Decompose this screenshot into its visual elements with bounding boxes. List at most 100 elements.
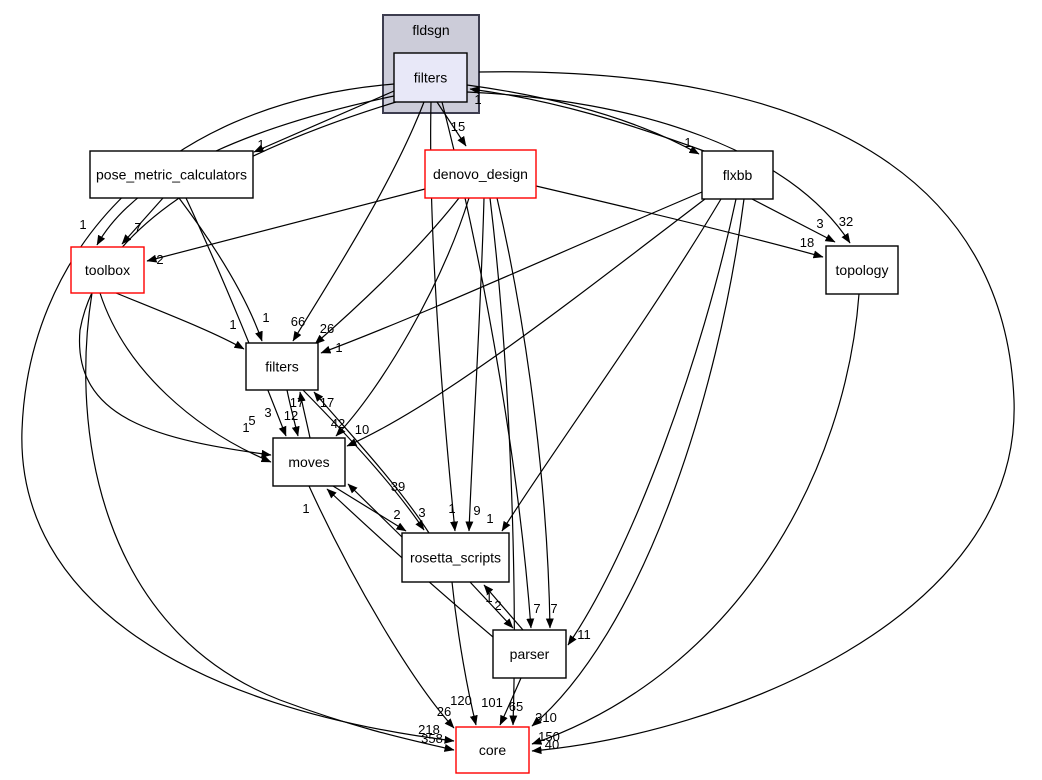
edge-count-fldsgn_filters-to-pose_metric_calculators: 1 (257, 137, 264, 152)
edge-count-parser-to-moves: 1 (302, 501, 309, 516)
edge-count-moves-to-rosetta_scripts: 2 (393, 507, 400, 522)
edge-fldsgn_filters-to-flxbb (466, 84, 700, 155)
edge-fldsgn_filters-to-denovo_design (436, 101, 467, 147)
node-label-toolbox: toolbox (85, 262, 130, 278)
node-label-filters: filters (265, 359, 298, 375)
edge-count-flxbb-to-fldsgn_filters: 1 (474, 92, 481, 107)
edge-filters-to-moves (286, 389, 300, 437)
node-pose_metric_calculators[interactable]: pose_metric_calculators (89, 150, 254, 199)
edge-count-fldsgn_filters-to-parser: 7 (533, 601, 540, 616)
node-box-rosetta_scripts[interactable] (401, 532, 510, 583)
node-box-parser[interactable] (492, 629, 567, 679)
node-rosetta_scripts[interactable]: rosetta_scripts (401, 532, 510, 583)
edge-count-fldsgn_filters-to-core: 40 (545, 737, 559, 752)
edge-count-fldsgn_filters-to-filters: 66 (291, 314, 305, 329)
node-label-rosetta_scripts: rosetta_scripts (410, 550, 501, 566)
edge-parser-to-moves (326, 488, 494, 638)
edge-count-rosetta_scripts-to-filters: 17 (320, 395, 334, 410)
node-box-topology[interactable] (825, 245, 899, 295)
node-flxbb[interactable]: flxbb (701, 150, 774, 200)
edge-count-filters-to-moves: 12 (284, 408, 298, 423)
edge-count-fldsgn_filters-to-flxbb: 1 (684, 135, 691, 150)
edge-count-fldsgn_filters-to-rosetta_scripts: 1 (448, 501, 455, 516)
edge-count-flxbb-to-filters: 1 (335, 340, 342, 355)
node-box-fldsgn_filters[interactable] (393, 52, 468, 103)
node-parser[interactable]: parser (492, 629, 567, 679)
node-label-fldsgn_filters: filters (414, 70, 447, 86)
edge-denovo_design-to-rosetta_scripts (465, 197, 485, 532)
cluster-label: fldsgn (412, 22, 449, 38)
edge-flxbb-to-fldsgn_filters (469, 86, 705, 152)
node-topology[interactable]: topology (825, 245, 899, 295)
edge-count-rosetta_scripts-to-core: 120 (450, 693, 472, 708)
edge-denovo_design-to-filters (314, 197, 460, 345)
edge-topology-to-core (531, 293, 860, 745)
edge-flxbb-to-parser (567, 198, 737, 646)
node-box-pose_metric_calculators[interactable] (89, 150, 254, 199)
edge-parser-to-core (499, 677, 522, 726)
node-box-denovo_design[interactable] (424, 149, 537, 199)
node-label-denovo_design: denovo_design (433, 166, 528, 182)
node-label-moves: moves (288, 454, 329, 470)
node-moves[interactable]: moves (272, 437, 346, 487)
edge-count-fldsgn_filters-to-toolbox: 1 (79, 217, 86, 232)
edge-count-toolbox-to-core: 358 (421, 731, 443, 746)
edge-fldsgn_filters-to-topology (466, 91, 851, 244)
node-label-core: core (479, 742, 506, 758)
edge-denovo_design-to-parser (496, 197, 554, 629)
edge-count-fldsgn_filters-to-moves: 1 (242, 420, 249, 435)
edge-count-moves-to-core: 26 (437, 704, 451, 719)
edge-count-toolbox-to-moves: 5 (248, 413, 255, 428)
edge-count-fldsgn_filters-to-denovo_design: 15 (451, 119, 465, 134)
edge-count-flxbb-to-rosetta_scripts: 1 (486, 511, 493, 526)
edge-count-flxbb-to-parser: 11 (577, 627, 591, 642)
edge-toolbox-to-core (85, 292, 455, 752)
node-toolbox[interactable]: toolbox (70, 246, 145, 294)
edge-count-fldsgn_filters-to-core: 218 (418, 722, 440, 737)
edge-pose_metric_calculators-to-toolbox (121, 197, 164, 245)
edge-count-flxbb-to-topology: 3 (816, 216, 823, 231)
node-box-flxbb[interactable] (701, 150, 774, 200)
edge-count-topology-to-core: 150 (538, 729, 560, 744)
node-filters[interactable]: filters (245, 342, 319, 391)
edge-count-fldsgn_filters-to-topology: 32 (839, 214, 853, 229)
node-box-core[interactable] (455, 726, 530, 774)
edge-count-filters-to-rosetta_scripts: 3 (418, 505, 425, 520)
edge-denovo_design-to-toolbox (146, 188, 426, 263)
edge-denovo_design-to-topology (535, 185, 824, 259)
edge-toolbox-to-moves (99, 292, 272, 463)
node-denovo_design[interactable]: denovo_design (424, 149, 537, 199)
node-box-moves[interactable] (272, 437, 346, 487)
edge-count-flxbb-to-moves: 10 (355, 422, 369, 437)
node-label-topology: topology (836, 262, 889, 278)
edge-flxbb-to-filters (320, 191, 703, 354)
node-core[interactable]: core (455, 726, 530, 774)
edge-count-parser-to-rosetta_scripts: 1 (485, 590, 492, 605)
edge-count-denovo_design-to-core: 65 (509, 699, 523, 714)
edge-toolbox-to-filters (115, 292, 245, 350)
edge-count-pose_metric_calculators-to-filters: 1 (262, 310, 269, 325)
edge-count-pose_metric_calculators-to-moves: 3 (264, 405, 271, 420)
edge-parser-to-rosetta_scripts (483, 584, 524, 631)
edge-count-rosetta_scripts-to-moves: 39 (391, 479, 405, 494)
edge-filters-to-rosetta_scripts (302, 389, 425, 531)
edge-fldsgn_filters-to-core (478, 71, 1015, 755)
node-label-pose_metric_calculators: pose_metric_calculators (96, 167, 247, 183)
node-box-toolbox[interactable] (70, 246, 145, 294)
edge-count-flxbb-to-core: 310 (535, 710, 557, 725)
edge-pose_metric_calculators-to-moves (185, 197, 287, 437)
edge-count-toolbox-to-filters: 1 (229, 317, 236, 332)
node-fldsgn_filters[interactable]: filters (393, 52, 468, 103)
edge-moves-to-filters (297, 391, 311, 439)
edge-count-denovo_design-to-toolbox: 2 (156, 252, 163, 267)
edge-flxbb-to-core (531, 198, 745, 727)
edge-count-moves-to-filters: 17 (290, 395, 304, 410)
edge-count-rosetta_scripts-to-parser: 2 (494, 598, 501, 613)
edge-fldsgn_filters-to-moves (78, 101, 397, 458)
node-box-filters[interactable] (245, 342, 319, 391)
edge-count-denovo_design-to-topology: 18 (800, 235, 814, 250)
edge-count-denovo_design-to-filters: 26 (320, 321, 334, 336)
edge-count-denovo_design-to-moves: 42 (331, 416, 345, 431)
